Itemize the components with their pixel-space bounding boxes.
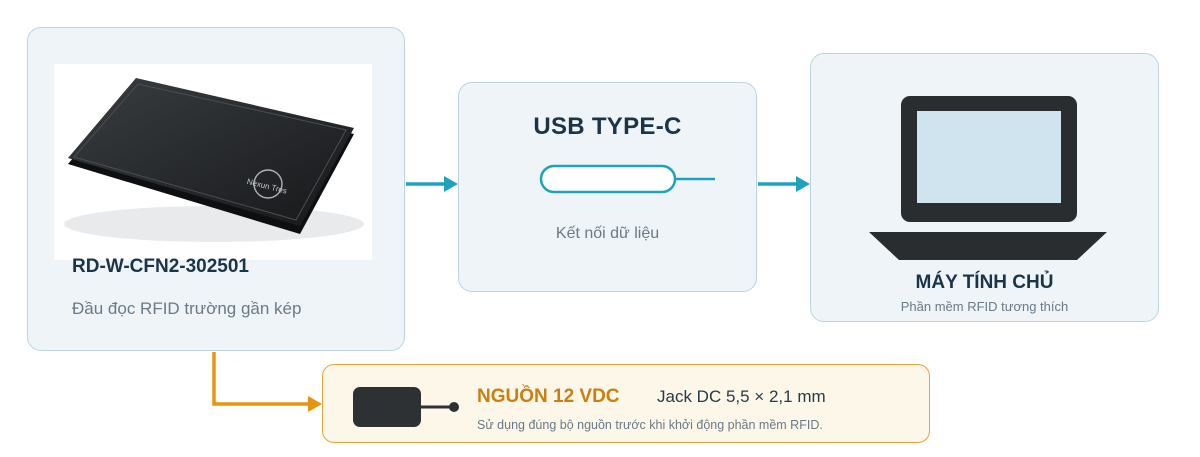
usb-to-host-arrowhead (796, 176, 810, 192)
power-link-line (212, 352, 308, 406)
power-supply-card: NGUỒN 12 VDC Jack DC 5,5 × 2,1 mm Sử dụn… (322, 364, 930, 443)
host-title: MÁY TÍNH CHỦ (915, 272, 1054, 293)
reader-description: Đầu đọc RFID trường gần kép (72, 299, 302, 318)
usb-c-plug-icon (539, 164, 715, 194)
reader-to-usb-arrowhead (444, 176, 458, 192)
power-note: Sử dụng đúng bộ nguồn trước khi khởi độn… (477, 418, 823, 432)
rfid-reader-card: Nexun Tres RD-W-CFN2-302501 Đầu đọc RFID… (27, 27, 405, 351)
usb-typec-card: USB TYPE-C Kết nối dữ liệu (458, 82, 757, 292)
host-computer-card: MÁY TÍNH CHỦ Phần mềm RFID tương thích (810, 53, 1159, 322)
usb-caption: Kết nối dữ liệu (555, 225, 660, 242)
reader-photo: Nexun Tres (54, 64, 372, 260)
power-title: NGUỒN 12 VDC (477, 386, 620, 407)
power-spec: Jack DC 5,5 × 2,1 mm (657, 387, 826, 406)
power-link-arrowhead (308, 396, 322, 412)
power-adapter-icon (353, 387, 459, 427)
reader-model: RD-W-CFN2-302501 (72, 256, 249, 277)
host-caption: Phần mềm RFID tương thích (900, 299, 1069, 314)
laptop-icon (869, 96, 1107, 260)
usb-title: USB TYPE-C (533, 113, 682, 140)
